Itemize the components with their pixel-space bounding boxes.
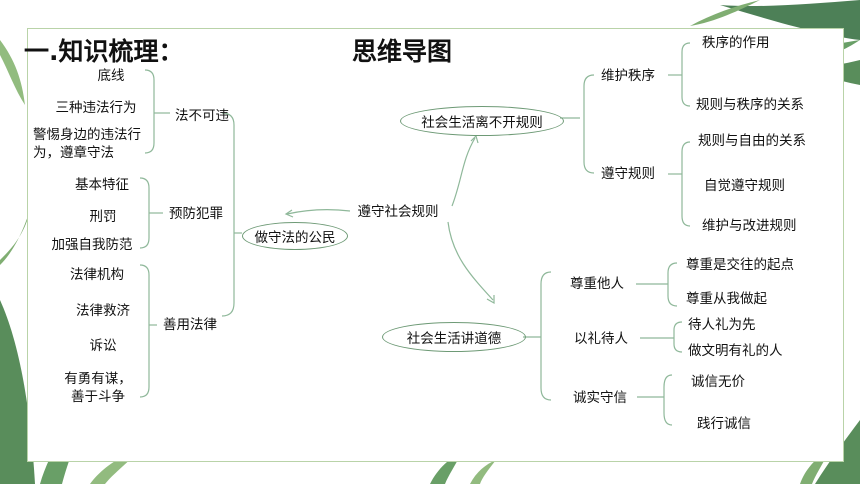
leaf-rules-freedom: 规则与自由的关系 bbox=[698, 133, 806, 149]
arrow-hub-morality bbox=[447, 221, 494, 301]
leaf-litigation: 诉讼 bbox=[89, 338, 117, 354]
bracket-zunshou bbox=[681, 141, 691, 227]
leaf-maintain-improve: 维护与改进规则 bbox=[702, 218, 797, 234]
leaf-courtesy-first: 待人礼为先 bbox=[688, 317, 756, 333]
bracket-law bbox=[221, 112, 235, 317]
leaf-dixian: 底线 bbox=[97, 68, 125, 84]
leaf-respect-start: 尊重是交往的起点 bbox=[686, 257, 794, 273]
leaf-legal-institutions: 法律机构 bbox=[70, 267, 124, 283]
leaf-conscious-obey: 自觉遵守规则 bbox=[704, 178, 785, 194]
branch-yufang: 预防犯罪 bbox=[169, 206, 223, 222]
leaf-brave-wise: 有勇有谋，善于斗争 bbox=[64, 371, 132, 405]
bracket-yufang bbox=[139, 177, 150, 249]
branch-weihu: 维护秩序 bbox=[601, 68, 655, 84]
leaf-three-illegal: 三种违法行为 bbox=[55, 100, 137, 116]
leaf-civilized-person: 做文明有礼的人 bbox=[688, 343, 783, 359]
leaf-respect-me: 尊重从我做起 bbox=[686, 291, 767, 307]
branch-zunshou: 遵守规则 bbox=[601, 166, 655, 182]
bracket-chengshi bbox=[663, 374, 673, 426]
leaf-rules-order: 规则与秩序的关系 bbox=[696, 97, 804, 113]
bracket-shanyong bbox=[139, 264, 150, 398]
leaf-vigilant: 警惕身边的违法行为，遵章守法 bbox=[33, 127, 141, 161]
bracket-fabuke bbox=[144, 69, 155, 154]
hub-node: 遵守社会规则 bbox=[357, 204, 439, 220]
leaf-basic-features: 基本特征 bbox=[75, 177, 129, 193]
leaf-penalty: 刑罚 bbox=[89, 209, 117, 225]
branch-shanyong: 善用法律 bbox=[163, 317, 217, 333]
leaf-legal-relief: 法律救济 bbox=[76, 303, 130, 319]
bracket-yili bbox=[673, 321, 683, 353]
diagram-title: 思维导图 bbox=[352, 37, 453, 66]
branch-fabuke: 法不可违 bbox=[175, 108, 229, 124]
content-frame bbox=[27, 28, 844, 462]
branch-morality: 社会生活讲道德 bbox=[382, 322, 526, 352]
branch-rules: 社会生活离不开规则 bbox=[400, 106, 564, 136]
branch-yili: 以礼待人 bbox=[574, 331, 628, 347]
root-node: 做守法的公民 bbox=[242, 222, 348, 250]
arrow-hub-root bbox=[286, 208, 351, 215]
arrow-hub-rules bbox=[451, 137, 476, 207]
section-heading: 一.知识梳理： bbox=[24, 37, 184, 66]
leaf-integrity-priceless: 诚信无价 bbox=[691, 374, 745, 390]
branch-chengshi: 诚实守信 bbox=[573, 390, 627, 406]
branch-zunzhong: 尊重他人 bbox=[570, 276, 624, 292]
leaf-order-role: 秩序的作用 bbox=[702, 35, 770, 51]
leaf-practice-integrity: 践行诚信 bbox=[697, 416, 751, 432]
leaf-self-protect: 加强自我防范 bbox=[51, 237, 133, 253]
bracket-zunzhong bbox=[667, 262, 678, 307]
bracket-weihu bbox=[681, 42, 691, 107]
